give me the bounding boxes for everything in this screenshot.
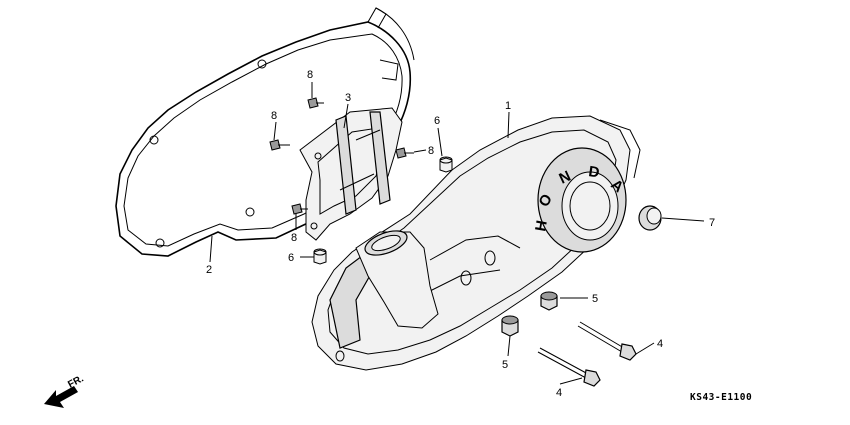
callout-8b: 8 [271,110,277,122]
figure-code: KS43-E1100 [690,392,752,403]
callout-8a: 8 [307,69,313,81]
part-6-dowels [313,156,453,265]
brand-letter-d: D [587,163,600,181]
callout-3: 3 [345,92,351,104]
callout-2: 2 [206,264,212,276]
direction-label: FR. [66,373,86,390]
part-8-screws [269,97,414,215]
part-7-cap [638,205,662,231]
front-arrow-icon [44,386,78,408]
part-4-bolts [537,321,637,387]
callout-8d: 8 [291,232,297,244]
callout-4b: 4 [556,387,562,399]
brand-letter-h: H [532,219,551,233]
callout-6b: 6 [288,252,294,264]
part-5-grommets [501,291,558,337]
callout-8c: 8 [428,145,434,157]
callouts: 1 2 3 4 4 5 5 6 6 7 8 8 8 8 [206,69,715,399]
callout-7: 7 [709,217,715,229]
front-direction-indicator: FR. [44,373,86,408]
callout-5a: 5 [592,293,598,305]
callout-6a: 6 [434,115,440,127]
callout-5b: 5 [502,359,508,371]
part-1-left-cover: H O N D A [311,115,641,371]
callout-4a: 4 [657,338,663,350]
part-3-bracket [299,107,403,241]
callout-1: 1 [505,100,511,112]
leader-lines [209,82,705,385]
